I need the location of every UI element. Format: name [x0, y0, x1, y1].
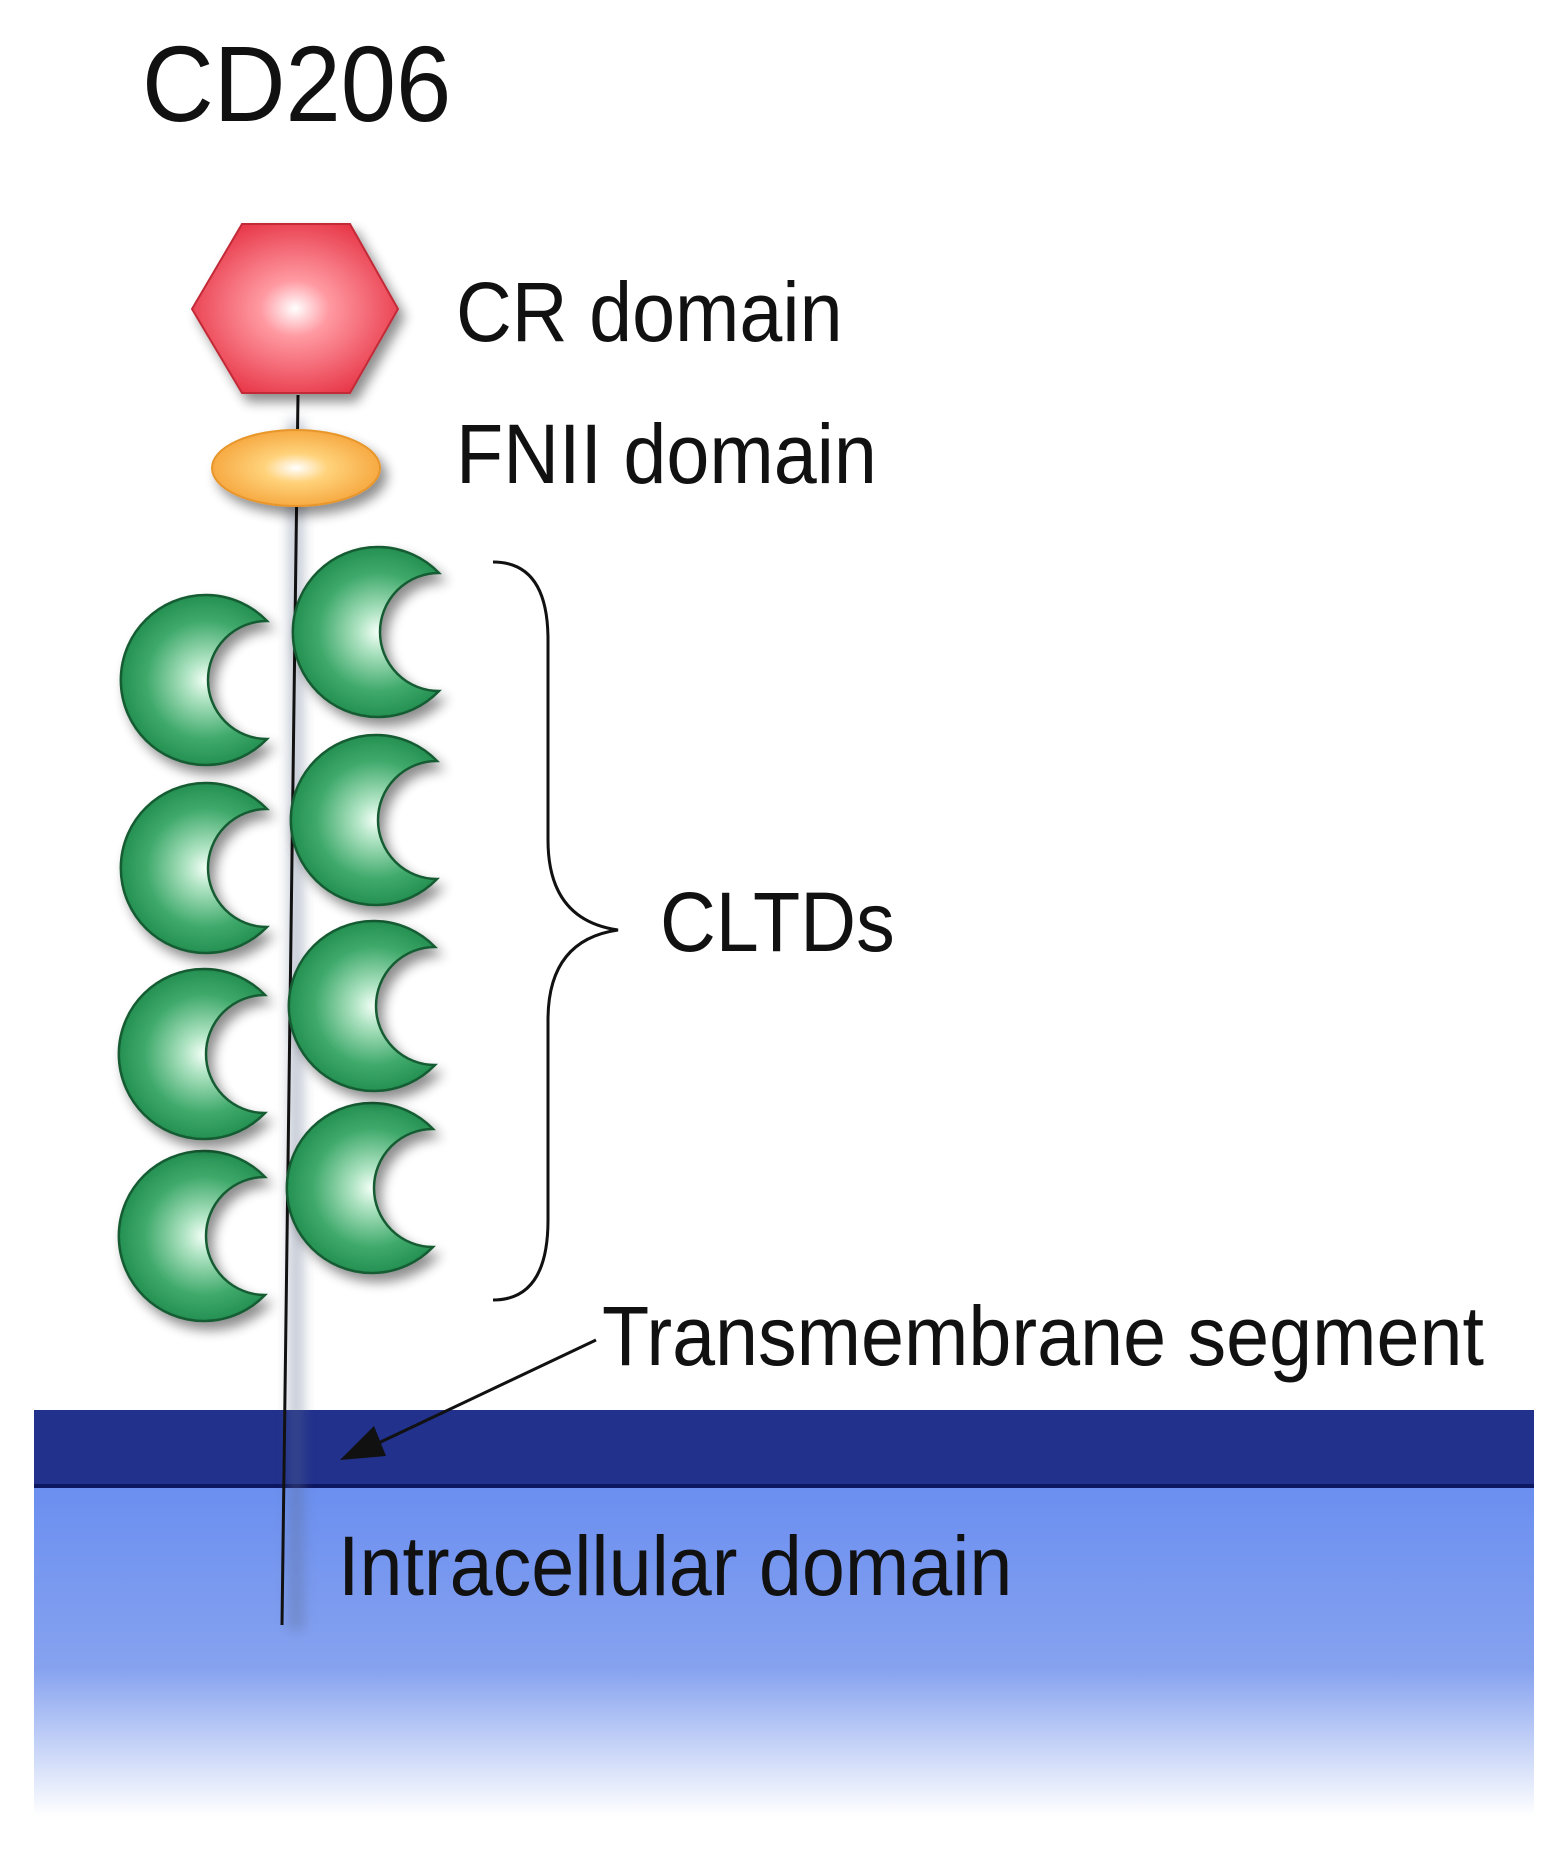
- diagram-title: CD206: [142, 23, 452, 144]
- cltd-brace: [492, 560, 619, 1302]
- transmembrane-arrow-head: [340, 1426, 386, 1460]
- cltd-right-3: [287, 919, 438, 1093]
- cltd-stack: [117, 545, 442, 1323]
- cltd-left-3: [117, 967, 268, 1141]
- transmembrane-arrow-line: [367, 1338, 597, 1450]
- cltd-crescent: [117, 967, 268, 1141]
- cltd-right-2: [289, 733, 440, 907]
- intracellular-label: Intracellular domain: [338, 1519, 1013, 1613]
- cltd-crescent: [285, 1101, 436, 1275]
- cltd-crescent: [287, 919, 438, 1093]
- membrane-band: [34, 1410, 1534, 1488]
- cltd-right-1: [291, 545, 442, 719]
- cr-domain-hexagon: [190, 223, 400, 394]
- cltd-left-1: [119, 593, 270, 767]
- cltd-left-2: [119, 781, 270, 955]
- cltd-crescent: [117, 1149, 268, 1323]
- cr-domain-label: CR domain: [456, 265, 843, 359]
- cltds-label: CLTDs: [660, 875, 895, 969]
- fnii-domain-ellipse: [211, 429, 381, 507]
- transmembrane-label: Transmembrane segment: [602, 1289, 1484, 1383]
- cltd-crescent: [119, 781, 270, 955]
- cltd-left-4: [117, 1149, 268, 1323]
- cltd-right-4: [285, 1101, 436, 1275]
- cltd-crescent: [289, 733, 440, 907]
- cltd-crescent: [119, 593, 270, 767]
- cltd-crescent: [291, 545, 442, 719]
- fnii-domain-label: FNII domain: [456, 407, 877, 501]
